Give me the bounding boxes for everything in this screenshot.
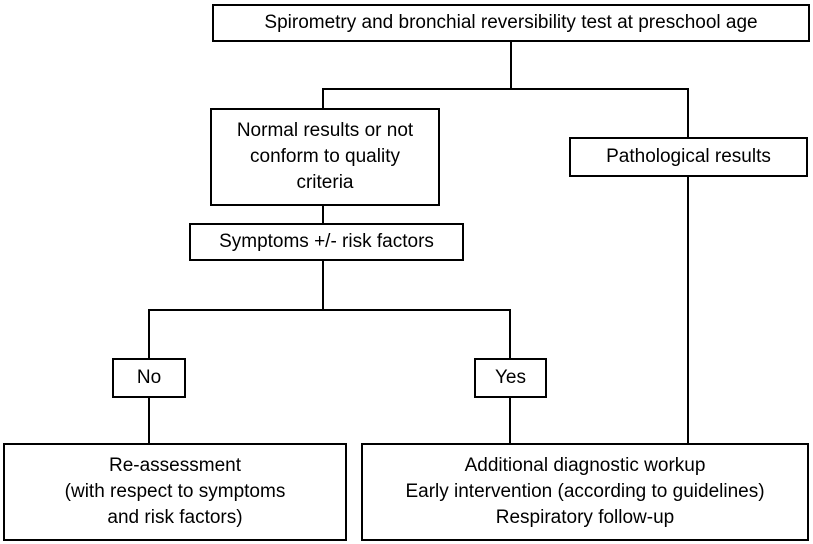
- box-symptoms-risk-factors: Symptoms +/- risk factors: [189, 223, 464, 261]
- box-text-line: criteria: [296, 172, 354, 193]
- box-text-line: Re-assessment: [109, 455, 241, 476]
- box-no: No: [112, 358, 186, 398]
- box-text-line: Respiratory follow-up: [495, 507, 675, 528]
- box-text-line: Spirometry and bronchial reversibility t…: [264, 12, 758, 33]
- box-text-line: Early intervention (according to guideli…: [405, 481, 765, 502]
- box-text-line: Normal results or not: [236, 120, 414, 141]
- box-text-line: (with respect to symptoms: [64, 481, 286, 502]
- box-text-line: Symptoms +/- risk factors: [219, 231, 434, 252]
- box-text-line: and risk factors): [107, 507, 243, 528]
- box-text-line: No: [136, 367, 162, 388]
- box-text-line: Additional diagnostic workup: [464, 455, 706, 476]
- box-text-line: conform to quality: [250, 146, 400, 167]
- box-normal-results: Normal results or not conform to quality…: [210, 108, 440, 206]
- box-pathological-results: Pathological results: [569, 137, 808, 177]
- box-additional-workup: Additional diagnostic workup Early inter…: [361, 443, 809, 541]
- box-text-line: Yes: [495, 367, 526, 388]
- box-spirometry-test: Spirometry and bronchial reversibility t…: [212, 4, 810, 42]
- box-text-line: Pathological results: [606, 146, 771, 167]
- box-yes: Yes: [474, 358, 547, 398]
- box-reassessment: Re-assessment (with respect to symptoms …: [3, 443, 347, 541]
